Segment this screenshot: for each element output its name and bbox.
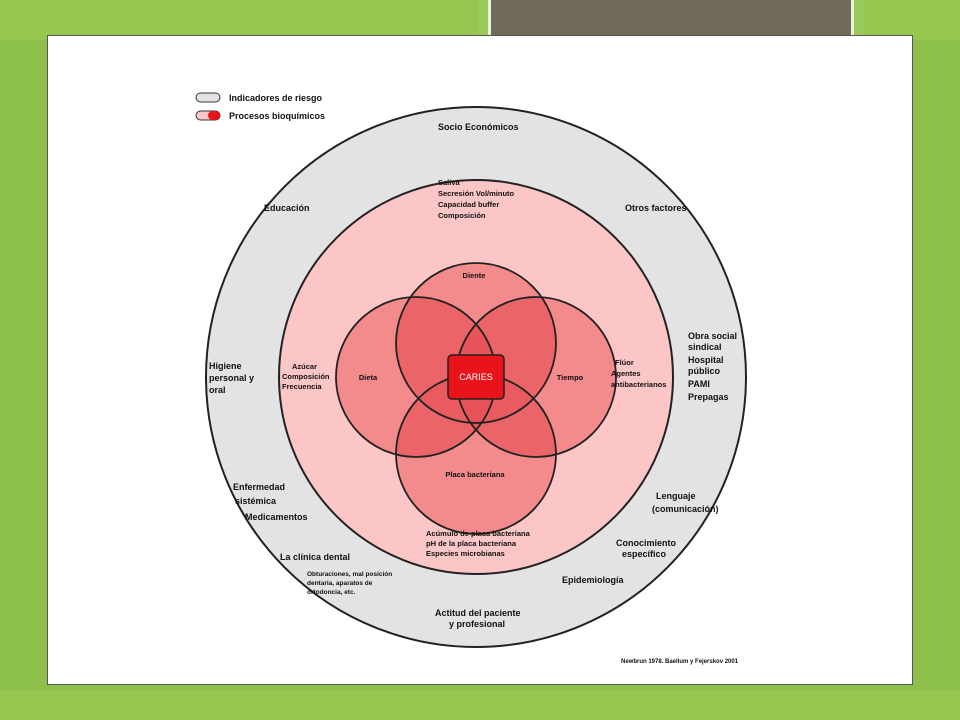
obra-line: Obra social [688, 331, 737, 341]
saliva-line: Saliva [438, 178, 461, 187]
higiene-line: oral [209, 385, 226, 395]
clinica-detail: Obturaciones, mal posición dentaria, apa… [307, 571, 392, 596]
lenguaje-line: (comunicación) [652, 504, 719, 514]
epidemiologia-label: Epidemiología [562, 575, 625, 585]
source-citation: Newbrun 1978. Baellum y Fejerskov 2001 [621, 659, 739, 665]
saliva-group: Saliva Secresión Vol/minuto Capacidad bu… [438, 178, 515, 220]
legend-risk-label: Indicadores de riesgo [229, 93, 323, 103]
higiene-line: Higiene [209, 361, 242, 371]
enfermedad-line: sistémica [235, 496, 277, 506]
clinica-detail-line: ortodoncia, etc. [307, 589, 356, 596]
saliva-line: Capacidad buffer [438, 200, 499, 209]
fluor-line: Agentes [611, 369, 641, 378]
legend: Indicadores de riesgo Procesos bioquímic… [195, 92, 325, 121]
venn-label-placa: Placa bacteriana [445, 470, 505, 479]
venn-label-tiempo: Tiempo [557, 373, 584, 382]
enfermedad-line: Medicamentos [245, 512, 308, 522]
clinica-detail-line: Obturaciones, mal posición [307, 571, 392, 578]
caries-center-box [447, 354, 505, 400]
legend-swatch-risk [195, 92, 221, 103]
placa-ring-line: pH de la placa bacteriana [426, 539, 517, 548]
obra-line: Hospital [688, 355, 724, 365]
obra-line: Prepagas [688, 392, 729, 402]
obra-line: PAMI [688, 379, 710, 389]
obra-line: sindical [688, 342, 722, 352]
caries-label: CARIES [459, 372, 493, 382]
obra-line: público [688, 366, 720, 376]
saliva-line: Secresión Vol/minuto [438, 189, 515, 198]
outer-labels: Socio Económicos Educación Otros factore… [209, 122, 737, 629]
placa-ring-group: Acúmulo de placa bacteriana pH de la pla… [426, 529, 531, 558]
azucar-group: Azúcar Composición Frecuencia [282, 362, 330, 391]
actitud-line: Actitud del paciente [435, 608, 521, 618]
saliva-line: Composición [438, 211, 486, 220]
lenguaje-line: Lenguaje [656, 491, 696, 501]
educacion-label: Educación [264, 203, 310, 213]
legend-swatch-biochem-accent [208, 111, 220, 120]
enfermedad-line: Enfermedad [233, 482, 285, 492]
azucar-line: Azúcar [292, 362, 317, 371]
background-stripe [0, 690, 960, 720]
fluor-line: Flúor [615, 358, 634, 367]
placa-ring-line: Acúmulo de placa bacteriana [426, 529, 531, 538]
fluor-line: antibacterianos [611, 380, 666, 389]
clinica-label: La clínica dental [280, 552, 350, 562]
conocimiento-line: específico [622, 549, 667, 559]
legend-biochem-label: Procesos bioquímicos [229, 111, 325, 121]
clinica-detail-line: dentaria, aparatos de [307, 580, 373, 587]
azucar-line: Frecuencia [282, 382, 322, 391]
otros-label: Otros factores [625, 203, 687, 213]
placa-ring-line: Especies microbianas [426, 549, 505, 558]
venn-label-dieta: Dieta [359, 373, 378, 382]
azucar-line: Composición [282, 372, 330, 381]
venn-label-diente: Diente [463, 271, 486, 280]
actitud-line: y profesional [449, 619, 505, 629]
fluor-group: Flúor Agentes antibacterianos [611, 358, 666, 389]
higiene-line: personal y [209, 373, 254, 383]
conocimiento-line: Conocimiento [616, 538, 677, 548]
caries-risk-diagram: Indicadores de riesgo Procesos bioquímic… [195, 92, 747, 665]
socio-label: Socio Económicos [438, 122, 519, 132]
diagram-panel: Indicadores de riesgo Procesos bioquímic… [47, 35, 913, 685]
